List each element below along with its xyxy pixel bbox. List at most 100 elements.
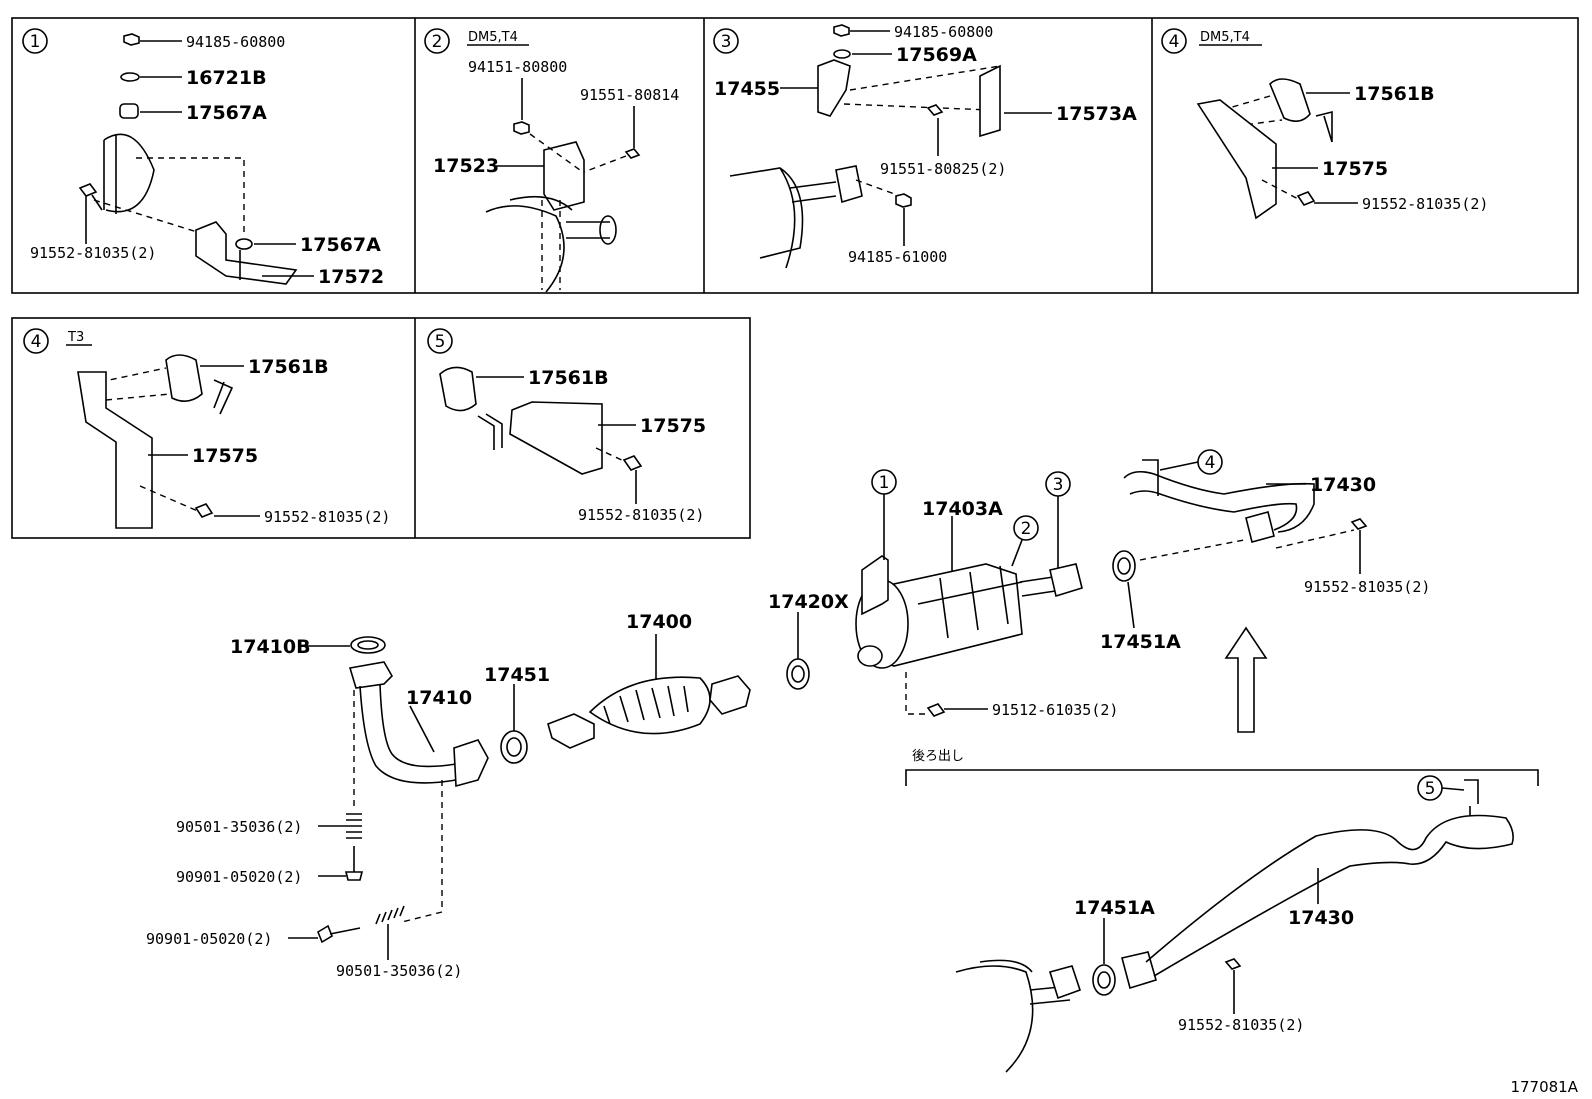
hanger-rod-icon bbox=[213, 379, 234, 415]
nut-icon bbox=[833, 24, 850, 37]
bracket-icon bbox=[979, 64, 1001, 138]
part-number-label: 17561B bbox=[1354, 83, 1435, 105]
muffler-hanger-icon bbox=[861, 555, 889, 616]
muffler-inlet-icon bbox=[857, 645, 883, 667]
bolt-icon bbox=[344, 871, 364, 881]
assembly-dash-line bbox=[136, 157, 245, 235]
panel-2: 2 DM5,T4 94151-80800 91551-80814 17523 bbox=[424, 28, 679, 293]
part-number-label: 17451A bbox=[1100, 631, 1181, 653]
variant-label: T3 bbox=[67, 330, 84, 345]
part-number-label: 17430 bbox=[1288, 907, 1354, 929]
callout-circle bbox=[424, 28, 450, 54]
leader-line bbox=[409, 705, 435, 753]
gasket-icon bbox=[1092, 964, 1116, 996]
pipe-flange-icon bbox=[1245, 511, 1275, 543]
leader-line bbox=[1011, 539, 1023, 567]
part-number-label: 17572 bbox=[318, 266, 384, 288]
part-number-label: 94185-61000 bbox=[848, 248, 947, 266]
assembly-dash-line bbox=[1221, 95, 1283, 127]
gasket-hole bbox=[357, 640, 379, 650]
part-number-label: 91552-81035(2) bbox=[578, 506, 704, 524]
part-number-label: 17430 bbox=[1310, 474, 1376, 496]
tail-pipe-icon bbox=[1145, 814, 1514, 977]
assembly-dash-line bbox=[1139, 529, 1355, 561]
bolt-icon bbox=[194, 503, 214, 518]
bolt-icon bbox=[926, 703, 946, 717]
part-number-label: 17561B bbox=[248, 356, 329, 378]
callout-circle bbox=[1013, 515, 1039, 541]
panel-3-number: 3 bbox=[721, 32, 732, 52]
panel-5: 5 17561B 17575 91552-81035(2) bbox=[427, 328, 706, 524]
assembly-dash-line bbox=[905, 672, 930, 715]
front-pipe-icon bbox=[348, 661, 393, 689]
hanger-rod-icon bbox=[1315, 110, 1333, 143]
callout-circle bbox=[23, 328, 49, 354]
bolt-icon bbox=[926, 104, 944, 116]
hanger-rubber-icon bbox=[439, 366, 477, 412]
pipe-flange-icon bbox=[1048, 965, 1082, 1000]
part-number-label: 91552-81035(2) bbox=[1362, 195, 1488, 213]
assembly-dash-line bbox=[99, 367, 171, 401]
bracket-icon bbox=[195, 221, 298, 285]
flange-icon bbox=[835, 165, 863, 204]
callout-circle bbox=[1161, 28, 1187, 54]
cushion-icon bbox=[119, 103, 139, 119]
nut-icon bbox=[123, 33, 140, 46]
part-number-label: 90901-05020(2) bbox=[146, 930, 272, 948]
part-number-label: 91552-81035(2) bbox=[1304, 578, 1430, 596]
part-number-label: 91551-80825(2) bbox=[880, 160, 1006, 178]
rear-exit-variant: 後ろ出し 17451A 5 17430 91552-81035(2) bbox=[905, 749, 1539, 1073]
panel-1-number: 1 bbox=[30, 32, 41, 52]
part-number-label: 91552-81035(2) bbox=[30, 244, 156, 262]
part-number-label: 17573A bbox=[1056, 103, 1137, 125]
spring-icon bbox=[375, 905, 405, 925]
muffler-body-icon bbox=[955, 959, 1034, 1073]
muffler-seam bbox=[917, 565, 1023, 639]
flange-icon bbox=[599, 215, 617, 245]
callout-circle bbox=[427, 328, 453, 354]
pipe-flange-icon bbox=[709, 675, 751, 715]
part-number-label: 17420X bbox=[768, 591, 849, 613]
bolt-icon bbox=[78, 183, 98, 197]
assembly-dash-line bbox=[855, 179, 901, 197]
front-pipe-icon bbox=[359, 683, 469, 784]
part-number-label: 17410 bbox=[406, 687, 472, 709]
bolt-icon bbox=[1224, 958, 1242, 970]
panel-2-number: 2 bbox=[432, 32, 443, 52]
gasket-hole bbox=[506, 737, 522, 757]
gasket-icon bbox=[350, 636, 386, 654]
part-number-label: 94185-60800 bbox=[186, 33, 285, 51]
tail-pipe-icon bbox=[566, 221, 610, 239]
part-number-label: 91512-61035(2) bbox=[992, 701, 1118, 719]
hanger-rod-icon bbox=[1464, 779, 1479, 816]
pipe-flange-icon bbox=[453, 739, 489, 788]
part-number-label: 17575 bbox=[192, 445, 258, 467]
callout-number: 3 bbox=[1053, 475, 1064, 495]
panel-3: 3 94185-60800 17569A 17455 17573A 91551-… bbox=[713, 23, 1137, 269]
part-number-label: 17575 bbox=[640, 415, 706, 437]
bolt-icon bbox=[622, 455, 643, 471]
pipe-flange-icon bbox=[547, 713, 595, 749]
part-number-label: 90501-35036(2) bbox=[336, 962, 462, 980]
part-number-label: 91552-81035(2) bbox=[264, 508, 390, 526]
bracket-icon bbox=[543, 141, 585, 211]
part-number-label: 17575 bbox=[1322, 158, 1388, 180]
callout-circle bbox=[22, 28, 48, 54]
converter-heat-shield bbox=[603, 685, 689, 725]
assembly-dash-line bbox=[93, 199, 211, 237]
washer-icon bbox=[833, 49, 851, 59]
callout-circle bbox=[713, 28, 739, 54]
bolt-shank bbox=[329, 927, 361, 935]
bracket-icon bbox=[77, 371, 153, 529]
bolt-icon bbox=[1296, 191, 1316, 206]
part-number-label: 91551-80814 bbox=[580, 86, 679, 104]
part-number-label: 90901-05020(2) bbox=[176, 868, 302, 886]
gasket-icon bbox=[500, 730, 528, 764]
cushion-icon bbox=[235, 238, 253, 250]
tail-pipe-icon bbox=[789, 181, 837, 203]
panel-1: 1 94185-60800 16721B 17567A 91552-81035(… bbox=[22, 28, 384, 288]
gasket-icon bbox=[786, 658, 810, 690]
panel-frame-top bbox=[11, 17, 1579, 294]
part-number-label: 17451 bbox=[484, 664, 550, 686]
nut-icon bbox=[513, 121, 530, 135]
